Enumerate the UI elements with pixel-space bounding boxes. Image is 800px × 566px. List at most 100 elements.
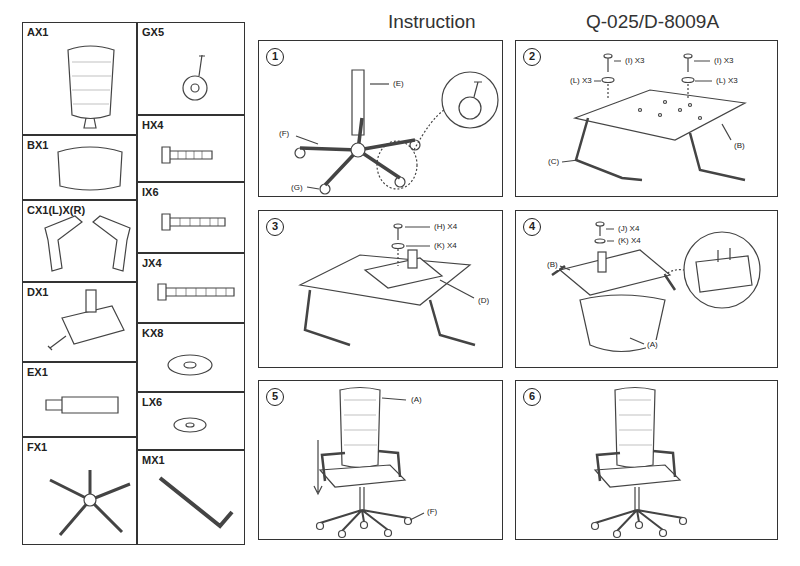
- part-code: BX1: [27, 139, 48, 151]
- part-code: IX6: [142, 186, 159, 198]
- sketch-stroke: [718, 248, 730, 262]
- part-cell: HX4: [137, 115, 245, 182]
- step-panel: 6: [515, 380, 778, 540]
- sketch-stroke: [46, 397, 118, 413]
- step-5-sketch: [314, 388, 424, 538]
- sketch-stroke: [178, 151, 202, 159]
- part-code: DX1: [27, 286, 48, 298]
- sketch-stroke: [684, 54, 692, 58]
- sketch-stroke: [72, 62, 111, 104]
- sketch-stroke: [639, 109, 642, 112]
- callout-label: (B): [546, 260, 559, 270]
- step-4-sketch: [552, 222, 760, 352]
- part-code: AX1: [27, 26, 48, 38]
- callout-label: (F): [278, 129, 290, 139]
- part-cell: FX1: [22, 437, 137, 545]
- part-code: JX4: [142, 257, 162, 269]
- sketch-stroke: [158, 284, 234, 300]
- sketch-stroke: [722, 124, 731, 140]
- sketch-stroke: [176, 288, 226, 296]
- sketch-stroke: [58, 147, 122, 190]
- callout-label: (F): [426, 507, 438, 517]
- step-number: 1: [266, 48, 284, 66]
- part-cell: DX1: [22, 282, 137, 362]
- part-cell: KX8: [137, 323, 245, 392]
- callout-label: (K) X4: [617, 236, 642, 246]
- sketch-stroke: [397, 249, 398, 266]
- callout-label: (A): [646, 340, 659, 350]
- step-number: 2: [523, 48, 541, 66]
- sketch-stroke: [394, 224, 402, 228]
- part-cell: AX1: [22, 22, 137, 135]
- sketch-stroke: [296, 136, 318, 144]
- callout-label: (I) X3: [713, 56, 735, 66]
- part-cell: LX6: [137, 392, 245, 450]
- sketch-stroke: [659, 114, 662, 117]
- part-code: FX1: [27, 441, 47, 453]
- sketch-stroke: [664, 101, 667, 104]
- sketch-stroke: [414, 110, 444, 150]
- sketch-stroke: [320, 184, 330, 194]
- sketch-stroke: [395, 177, 405, 187]
- sketch-stroke: [314, 440, 322, 494]
- sketch-stroke: [560, 266, 570, 270]
- sketch-stroke: [696, 256, 752, 292]
- sketch-stroke: [365, 258, 442, 288]
- sketch-stroke: [630, 338, 644, 344]
- part-code: HX4: [142, 119, 163, 131]
- sketch-stroke: [370, 83, 389, 84]
- sketch-stroke: [392, 244, 404, 249]
- sketch-stroke: [45, 216, 82, 271]
- sketch-stroke: [162, 214, 225, 230]
- sketch-stroke: [180, 218, 218, 226]
- sketch-stroke: [84, 118, 96, 128]
- step-6-sketch: [592, 388, 687, 538]
- sketch-stroke: [599, 226, 600, 236]
- part-code: EX1: [27, 366, 48, 378]
- sketch-stroke: [679, 109, 682, 112]
- sketch-stroke: [382, 398, 406, 400]
- sketch-stroke: [560, 250, 670, 295]
- model-number: Q-025/D-8009A: [586, 11, 719, 33]
- part-code: MX1: [142, 454, 165, 466]
- part-cell: GX5: [137, 22, 245, 115]
- sketch-stroke: [300, 118, 415, 185]
- sketch-stroke: [317, 388, 412, 538]
- sketch-stroke: [690, 133, 745, 180]
- sketch-stroke: [377, 141, 417, 189]
- step-1-sketch: [295, 70, 498, 194]
- callout-label: (L) X3: [569, 76, 593, 86]
- sketch-stroke: [86, 290, 96, 312]
- sketch-stroke: [699, 117, 702, 120]
- sketch-stroke: [602, 78, 614, 83]
- page-title: Instruction: [388, 11, 476, 33]
- step-2-sketch: [562, 54, 745, 180]
- sketch-stroke: [48, 336, 66, 350]
- sketch-stroke: [351, 143, 365, 157]
- sketch-stroke: [93, 216, 130, 271]
- sketch-stroke: [689, 104, 692, 107]
- callout-label: (G): [290, 183, 304, 193]
- sketch-stroke: [184, 362, 196, 368]
- step-panel: 3: [258, 210, 503, 368]
- callout-label: (E): [392, 79, 405, 89]
- part-code: KX8: [142, 327, 163, 339]
- sketch-stroke: [295, 148, 305, 158]
- sketch-stroke: [592, 388, 687, 538]
- sketch-stroke: [405, 227, 430, 246]
- sketch-stroke: [595, 239, 605, 243]
- sketch-stroke: [68, 46, 114, 119]
- sketch-stroke: [682, 78, 694, 83]
- callout-label: (A): [410, 395, 423, 405]
- sketch-stroke: [440, 280, 474, 298]
- sketch-stroke: [442, 72, 498, 128]
- sketch-stroke: [552, 266, 675, 290]
- sketch-stroke: [300, 255, 470, 305]
- part-code: CX1(L)X(R): [27, 204, 85, 216]
- sketch-stroke: [606, 229, 614, 241]
- sketch-stroke: [50, 470, 130, 535]
- sketch-stroke: [162, 147, 212, 163]
- step-number: 6: [523, 388, 541, 406]
- callout-label: (D): [477, 296, 490, 306]
- sketch-stroke: [596, 222, 604, 226]
